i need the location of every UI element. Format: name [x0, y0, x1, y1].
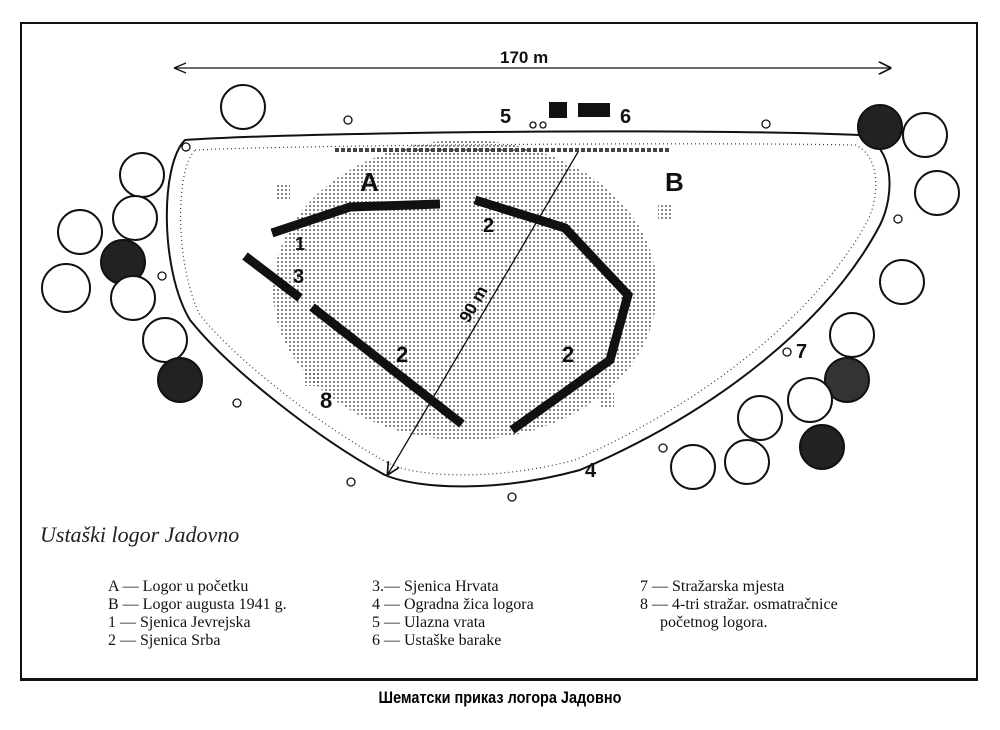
legend-column-1: A — Logor u početku B — Logor augusta 19…	[108, 578, 287, 650]
trees	[41, 84, 960, 490]
legend-item: 6 — Ustaške barake	[372, 632, 502, 649]
ustasha-barrack	[578, 103, 610, 117]
enclosure-serbs-left	[309, 303, 465, 428]
legend-item: B — Logor augusta 1941 g.	[108, 596, 287, 613]
legend-item: A — Logor u početku	[108, 578, 249, 595]
inner-fence	[180, 143, 877, 476]
arrow-head	[173, 67, 187, 74]
ustasha-barrack	[549, 102, 567, 118]
legend-item: početnog logora.	[640, 614, 768, 631]
label-7: 7	[796, 341, 807, 363]
enclosure-jewish	[270, 199, 441, 238]
width-label: 170 m	[500, 48, 548, 67]
legend-item: 5 — Ulazna vrata	[372, 614, 486, 631]
legend-item: 8 — 4-tri stražar. osmatračnice	[640, 596, 838, 613]
label-2: 2	[396, 342, 408, 367]
legend-column-3: 7 — Stražarska mjesta 8 — 4-tri stražar.…	[640, 578, 838, 632]
label-2: 2	[483, 215, 494, 237]
legend-column-2: 3.— Sjenica Hrvata 4 — Ogradna žica logo…	[372, 578, 534, 650]
label-8: 8	[320, 388, 332, 413]
label-5: 5	[500, 106, 511, 128]
legend-item: 7 — Stražarska mjesta	[640, 578, 785, 595]
watchtowers	[276, 185, 672, 407]
dimension-90m	[388, 151, 579, 474]
label-4: 4	[585, 460, 597, 482]
enclosure-serbs-right	[473, 195, 634, 434]
label-A: A	[360, 167, 379, 197]
diagram-title: Ustaški logor Jadovno	[40, 522, 240, 547]
label-B: B	[665, 167, 684, 197]
legend-item: 3.— Sjenica Hrvata	[372, 578, 499, 595]
guard-posts	[157, 115, 903, 502]
arrow-head	[173, 62, 187, 69]
legend-item: 1 — Sjenica Jevrejska	[108, 614, 251, 631]
label-3: 3	[293, 266, 304, 288]
label-6: 6	[620, 106, 631, 128]
camp-fence	[165, 130, 891, 488]
enclosure-croats	[242, 252, 303, 302]
label-2: 2	[562, 342, 574, 367]
label-1: 1	[295, 234, 305, 254]
figure-caption: Шематски приказ логора Јадовно	[378, 688, 622, 707]
diagram-frame	[20, 22, 978, 681]
legend-item: 4 — Ogradna žica logora	[372, 596, 534, 613]
stippled-camp-area	[273, 140, 657, 440]
legend-item: 2 — Sjenica Srba	[108, 632, 221, 649]
